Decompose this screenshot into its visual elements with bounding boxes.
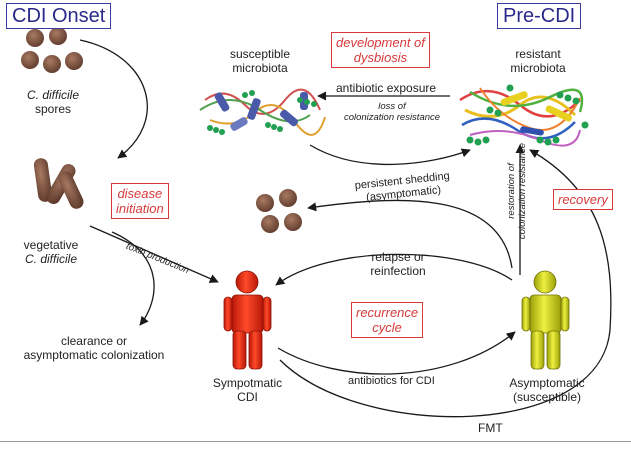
loss-colonization-label: loss of colonization resistance: [342, 101, 442, 123]
arrow-persistent-shedding: [307, 199, 513, 269]
asymptomatic-label: Asymptomatic (susceptible): [497, 376, 597, 404]
recurrence-line2: cycle: [372, 320, 402, 335]
arrow-clearance: [111, 231, 155, 326]
antibiotic-exposure-label: antibiotic exposure: [336, 81, 437, 95]
asymptomatic-person-icon: [521, 270, 570, 370]
clearance-label: clearance or asymptomatic colonization: [4, 334, 184, 362]
susceptible-line2: microbiota: [232, 61, 288, 75]
susceptible-microbiota-label: susceptible microbiota: [205, 47, 315, 75]
antibiotics-cdi-label: antibiotics for CDI: [348, 375, 435, 387]
recurrence-line1: recurrence: [356, 305, 419, 320]
asymptomatic-line2: (susceptible): [512, 390, 582, 404]
box-disease-initiation: disease initiation: [111, 183, 169, 219]
disease-line2: initiation: [116, 201, 164, 216]
relapse-line2: reinfection: [370, 264, 426, 278]
box-recurrence-cycle: recurrence cycle: [351, 302, 424, 338]
box-development-of-dysbiosis: development of dysbiosis: [331, 32, 430, 68]
box-recovery: recovery: [553, 189, 613, 210]
spores-icon: [21, 27, 83, 73]
susceptible-line1: susceptible: [229, 47, 291, 61]
clearance-line2: asymptomatic colonization: [23, 348, 165, 362]
restoration-label: restoration of colonization resistance: [506, 136, 528, 246]
resistant-line1: resistant: [515, 47, 561, 61]
relapse-line1: relapse or: [371, 250, 425, 264]
loss-line2: colonization resistance: [343, 112, 441, 123]
vegetative-line2: C. difficile: [24, 252, 77, 266]
dysbiosis-line2: dysbiosis: [353, 50, 408, 65]
header-pre-cdi: Pre-CDI: [497, 3, 582, 29]
restoration-line1: restoration of: [506, 163, 517, 219]
resistant-microbiota-icon: [459, 84, 589, 147]
arrow-relapse: [275, 253, 513, 286]
spores-label-line1: C. difficile: [26, 88, 79, 102]
vegetative-bacteria-icon: [33, 158, 84, 209]
fmt-label: FMT: [478, 421, 503, 435]
dysbiosis-line1: development of: [336, 35, 425, 50]
shed-spores-icon: [256, 189, 302, 233]
arrow-microbiota-to-resistant: [309, 144, 471, 166]
susceptible-microbiota-icon: [199, 88, 326, 136]
arrow-spores-to-vegetative: [79, 39, 148, 159]
vegetative-line1: vegetative: [23, 238, 79, 252]
restoration-line2: colonization resistance: [517, 142, 528, 240]
arrow-toxin-production: [89, 225, 219, 283]
header-cdi-onset: CDI Onset: [6, 3, 112, 29]
relapse-label: relapse or reinfection: [363, 250, 433, 278]
bottom-divider: [0, 441, 631, 442]
symptomatic-line2: CDI: [237, 390, 258, 404]
symptomatic-label: Sympotmatic CDI: [200, 376, 295, 404]
asymptomatic-line1: Asymptomatic: [509, 376, 585, 390]
resistant-line2: microbiota: [510, 61, 566, 75]
disease-line1: disease: [117, 186, 163, 201]
vegetative-label: vegetative C. difficile: [6, 238, 96, 266]
symptomatic-line1: Sympotmatic: [212, 376, 283, 390]
spores-label: C. difficile spores: [8, 88, 98, 116]
symptomatic-person-icon: [223, 270, 272, 370]
arrow-antibiotics-cdi: [277, 331, 516, 375]
loss-line1: loss of: [378, 101, 406, 112]
resistant-microbiota-label: resistant microbiota: [488, 47, 588, 75]
clearance-line1: clearance or: [60, 334, 128, 348]
spores-label-line2: spores: [34, 102, 72, 116]
